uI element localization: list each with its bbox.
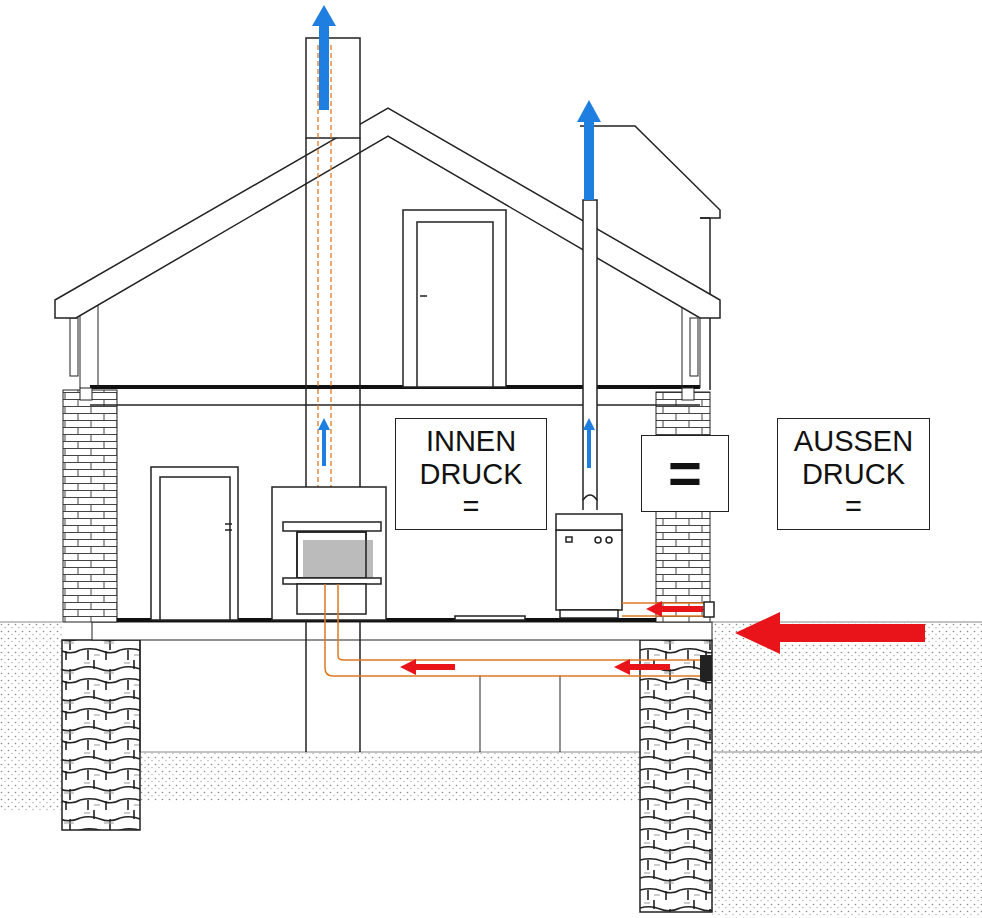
rect-shape [682, 388, 694, 400]
line-shape [712, 622, 982, 623]
rect-shape [272, 487, 386, 620]
rect-shape [587, 428, 591, 468]
rect-shape [566, 537, 572, 542]
rect-shape [283, 522, 381, 531]
rect-shape [700, 655, 712, 681]
box-label: INNEN DRUCK = [419, 425, 522, 522]
chimney [306, 38, 360, 752]
line-shape [140, 640, 141, 752]
rect-shape [560, 610, 618, 618]
line-shape [682, 300, 683, 388]
line-shape [420, 295, 427, 297]
rect-shape [306, 38, 360, 138]
circle-shape [595, 537, 601, 543]
rect-shape [584, 120, 594, 200]
line-shape [480, 675, 481, 752]
polygon-shape [735, 612, 780, 654]
rect-shape [556, 530, 622, 610]
boiler [556, 200, 622, 618]
rect-shape [704, 602, 714, 617]
rect-shape [660, 606, 703, 612]
polygon-shape [614, 659, 630, 675]
line-shape [305, 138, 307, 752]
line-shape [90, 385, 700, 389]
rect-shape [297, 584, 366, 614]
pressure-box: INNEN DRUCK = [395, 418, 547, 530]
rect-shape [303, 540, 373, 582]
rect-shape [455, 616, 525, 620]
rect-shape [92, 622, 712, 640]
intake-pipes [325, 584, 714, 681]
box-label: AUSSEN DRUCK = [794, 425, 913, 522]
line-shape [98, 300, 99, 388]
rect-shape [319, 24, 329, 110]
path-shape [583, 495, 597, 510]
rect-shape [70, 318, 78, 376]
rect-shape [712, 622, 982, 918]
rect-shape [556, 514, 622, 530]
foundation [62, 622, 712, 912]
ground [0, 622, 982, 918]
line-shape [140, 752, 640, 753]
rect-shape [403, 210, 506, 387]
rect-shape [414, 664, 455, 670]
line-shape [700, 310, 701, 388]
path-shape [338, 584, 712, 660]
path-shape [622, 603, 712, 616]
path-shape [580, 126, 720, 218]
polygon-shape [583, 418, 595, 430]
line-shape [712, 752, 982, 753]
rect-shape [640, 640, 712, 912]
line-shape [90, 404, 700, 406]
polygon-shape [646, 601, 662, 617]
rect-shape [297, 532, 366, 578]
rect-shape [283, 578, 381, 584]
rect-shape [0, 622, 62, 812]
polygon-shape [318, 418, 330, 430]
line-shape [560, 675, 561, 752]
rect-shape [80, 388, 92, 400]
rect-shape [778, 624, 925, 642]
rect-shape [62, 640, 140, 830]
path-shape [225, 524, 232, 530]
rect-shape [690, 318, 698, 376]
polygon-shape [312, 5, 336, 26]
rect-shape [583, 200, 597, 500]
rect-shape [140, 752, 640, 802]
rect-shape [63, 390, 117, 622]
line-shape [80, 310, 81, 388]
rect-shape [628, 664, 670, 670]
polygon-shape [577, 100, 601, 122]
rect-shape [151, 467, 238, 620]
line-shape [700, 217, 710, 219]
flow-arrows [312, 5, 925, 675]
path-shape [325, 584, 712, 676]
walls [63, 300, 710, 622]
rect-shape [160, 477, 230, 620]
rect-shape [417, 222, 493, 387]
equal-sign-box: = [641, 435, 729, 512]
line-shape [0, 622, 62, 623]
path-shape [55, 108, 720, 318]
polygon-shape [400, 659, 416, 675]
circle-shape [606, 537, 612, 543]
roof [55, 108, 720, 390]
rect-shape [322, 428, 326, 466]
box-label: = [668, 441, 702, 506]
doors [151, 210, 506, 620]
pressure-box: AUSSEN DRUCK = [777, 418, 930, 530]
path-shape [318, 45, 331, 530]
